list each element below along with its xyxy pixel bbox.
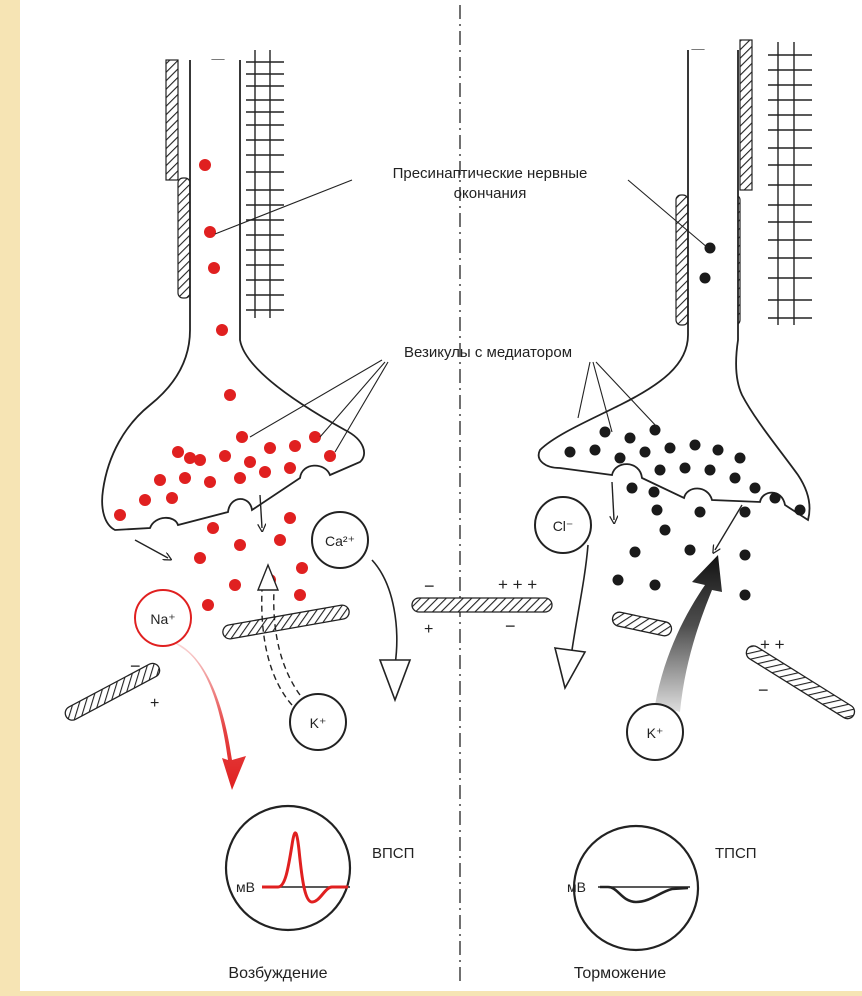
charge-plus-cluster-center: + + + xyxy=(498,575,537,594)
epsp-label: ВПСП xyxy=(372,845,414,862)
vesicles-label: Везикулы с медиатором xyxy=(404,344,572,361)
charge-minus-center: − xyxy=(424,576,435,596)
ca-ion-label: Ca²⁺ xyxy=(325,533,355,549)
myelin-sheath-left-upper xyxy=(166,60,178,180)
myelin-sheath-right-b xyxy=(740,40,752,190)
ipsp-label: ТПСП xyxy=(715,845,757,862)
inhibition-caption: Торможение xyxy=(574,965,666,982)
presynaptic-label-line1: Пресинаптические нервные xyxy=(393,165,588,182)
charge-minus-center-right: − xyxy=(505,616,516,636)
mv-label-left: мВ xyxy=(236,879,255,895)
charge-plus-center: + xyxy=(424,621,433,638)
presynaptic-label-line2: окончания xyxy=(454,185,527,202)
myelin-sheath-left-lower xyxy=(178,178,190,298)
charge-minus-right: − xyxy=(758,680,769,700)
mv-label-right: мВ xyxy=(567,879,586,895)
k-ion-label-right: K⁺ xyxy=(647,725,664,741)
k-ion-label-left: K⁺ xyxy=(310,715,327,731)
excitation-caption: Возбуждение xyxy=(228,965,327,982)
myelin-sheath-right-c xyxy=(676,195,688,325)
postsynaptic-membrane-center xyxy=(412,598,552,612)
charge-plus-far-left: + xyxy=(150,695,159,712)
charge-minus-far-left: − xyxy=(130,656,141,676)
charge-plus-cluster-right: + + xyxy=(760,635,785,654)
na-ion-label: Na⁺ xyxy=(150,611,175,627)
cl-ion-label: Cl⁻ xyxy=(553,518,574,534)
